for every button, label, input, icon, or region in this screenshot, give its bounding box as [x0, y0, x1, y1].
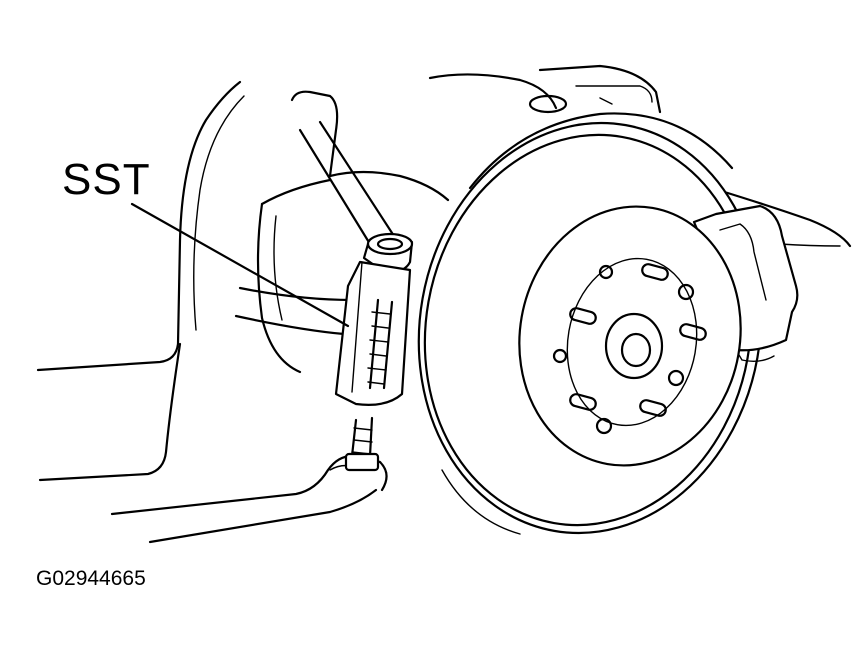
ball-joint-puller	[334, 232, 414, 472]
hub	[518, 205, 742, 467]
brake-caliper	[692, 204, 799, 363]
sst-leader-line	[130, 202, 350, 328]
sst-callout-label: SST	[62, 155, 151, 204]
fender-outline	[36, 80, 245, 482]
knuckle-outline	[256, 64, 852, 374]
figure-code: G02944665	[36, 567, 146, 590]
